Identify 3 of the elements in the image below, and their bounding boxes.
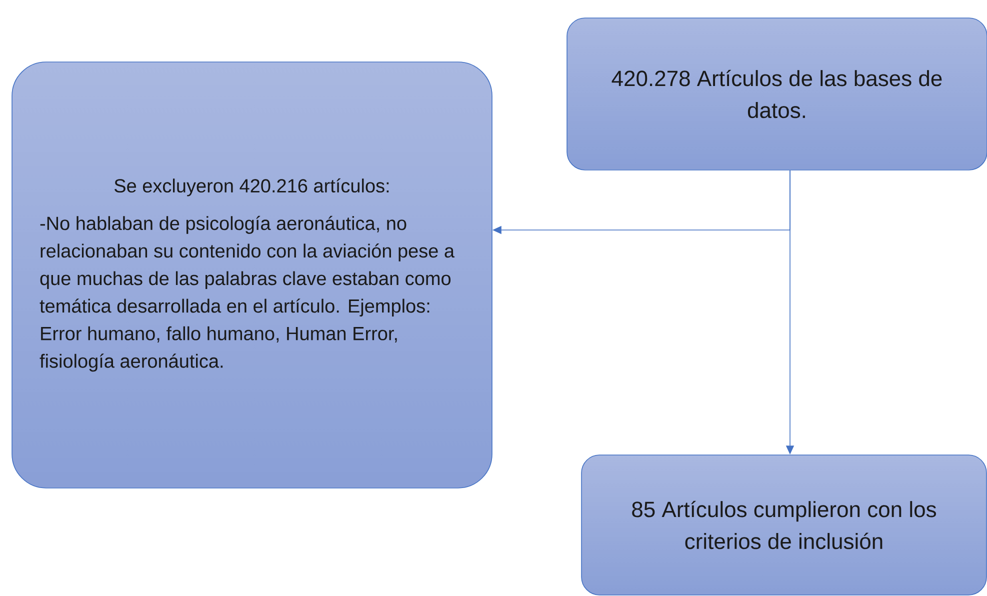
process-box: Se excluyeron 420.216 artículos: -No hablaban de psicología aeronáutica, no relacionaban su contenido con la aviación pese a que muchas de las palabras clave estaban como temática desarrollada en el artículo. Ejemplos: Error humano, fallo humano, Human Error, fisiología aeronáutica. (12, 62, 492, 488)
process-box: 85 Artículos cumplieron con los criterios de inclusión (581, 454, 987, 596)
process-box: 420.278 Artículos de las bases de datos. (566, 18, 987, 170)
